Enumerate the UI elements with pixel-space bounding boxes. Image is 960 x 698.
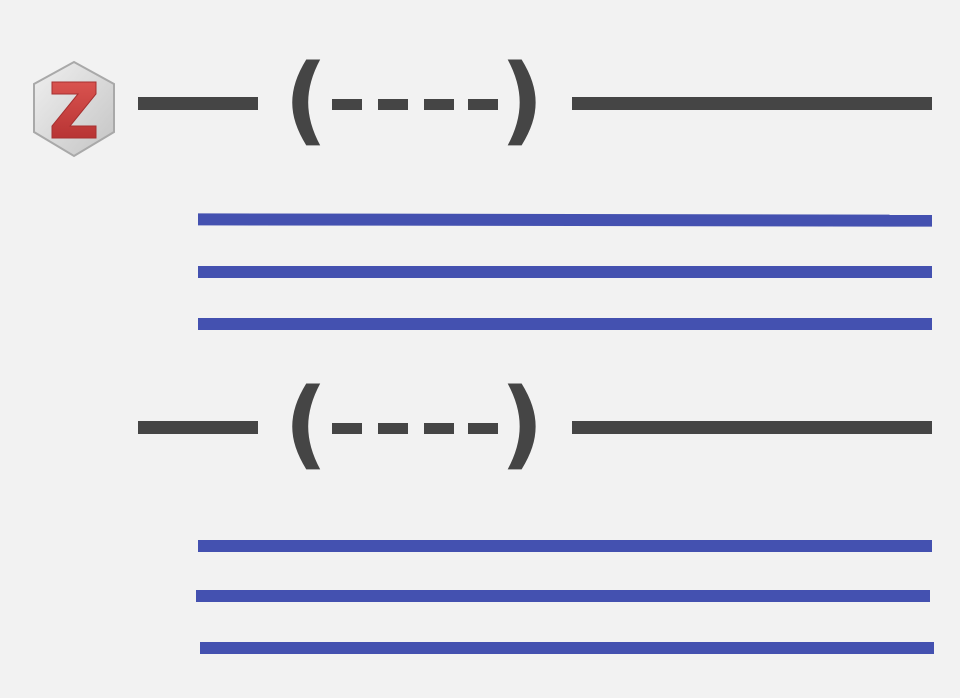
heading-2-right-rule <box>572 421 932 434</box>
zotero-logo-icon: Z <box>30 60 118 158</box>
heading-2-left-rule <box>138 421 258 434</box>
heading-2-dash-4 <box>468 423 498 434</box>
text-line-5 <box>196 590 930 602</box>
heading-1-dash-2 <box>378 99 408 110</box>
text-line-2 <box>198 266 932 278</box>
text-line-3 <box>198 318 932 330</box>
heading-1-dash-3 <box>424 99 454 110</box>
heading-1-left-rule <box>138 97 258 110</box>
heading-2-dash-2 <box>378 423 408 434</box>
text-line-4 <box>198 540 932 552</box>
logo-letter: Z <box>30 60 31 61</box>
heading-1-close-paren: ) <box>500 44 544 156</box>
heading-1-dash-4 <box>468 99 498 110</box>
heading-1-right-rule <box>572 97 932 110</box>
heading-1-open-paren: ( <box>284 44 328 156</box>
heading-2-dash-3 <box>424 423 454 434</box>
heading-1-dash-1 <box>332 99 362 110</box>
heading-2-dash-1 <box>332 423 362 434</box>
text-line-6 <box>200 642 934 654</box>
heading-2-open-paren: ( <box>284 368 328 480</box>
heading-2-close-paren: ) <box>500 368 544 480</box>
text-line-1 <box>198 213 932 227</box>
zotero-logo-svg: Z <box>30 60 115 158</box>
